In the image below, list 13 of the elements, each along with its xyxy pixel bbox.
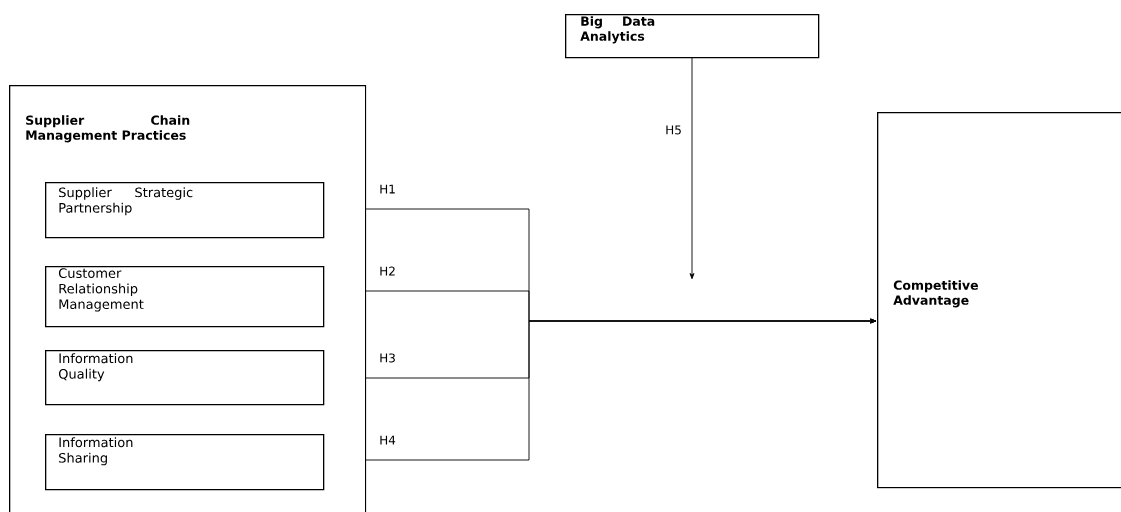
construct-box: Information Quality — [45, 350, 325, 406]
edge-label: H1 — [378, 183, 397, 195]
construct-box: Supplier Strategic Partnership — [45, 182, 325, 239]
construct-box: Information Sharing — [45, 434, 325, 491]
construct-box: Customer Relationship Management — [45, 266, 325, 328]
outcome-box: Competitive Advantage — [877, 112, 1121, 489]
moderator-box: Big Data Analytics — [565, 14, 820, 59]
arrow — [689, 56, 695, 280]
edge-label: H4 — [378, 434, 397, 446]
arrow — [364, 318, 877, 461]
edge-label: H5 — [664, 124, 683, 136]
edge-label: H3 — [378, 352, 397, 364]
edge-label: H2 — [378, 265, 397, 277]
